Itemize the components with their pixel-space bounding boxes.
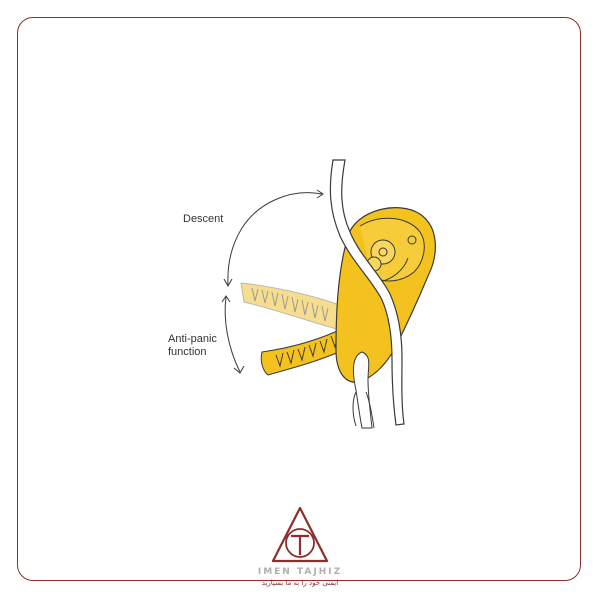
t-triangle-logo-icon xyxy=(271,506,329,563)
handle-anti-panic-position xyxy=(260,325,353,376)
device-cam-center xyxy=(378,247,388,257)
handle-descent-ribs xyxy=(251,287,329,322)
anti-panic-arrow-head-top xyxy=(221,295,231,303)
carabiner-gate xyxy=(352,391,357,427)
handle-descent-position xyxy=(240,282,343,331)
label-anti-panic-line2: function xyxy=(168,346,207,358)
brand-logo: IMEN TAJHIZ ایمنی خود را به ما بسپارید xyxy=(248,505,352,590)
label-anti-panic-line1: Anti-panic xyxy=(168,333,217,345)
brand-tagline: ایمنی خود را به ما بسپارید xyxy=(261,579,339,587)
label-descent: Descent xyxy=(183,213,224,225)
carabiner xyxy=(353,351,373,429)
descent-arrow-head-top xyxy=(316,189,324,199)
descent-arrow-head-bottom xyxy=(223,278,233,288)
anti-panic-arrow-head-bottom xyxy=(233,365,245,374)
device-rivet xyxy=(407,235,417,245)
rope xyxy=(329,159,405,426)
label-anti-panic: Anti-panic function xyxy=(168,333,217,359)
border-frame xyxy=(17,17,581,581)
descent-arrow xyxy=(227,192,323,286)
brand-name: IMEN TAJHIZ xyxy=(257,567,343,577)
handle-anti-panic-ribs xyxy=(275,333,339,368)
anti-panic-arrow xyxy=(224,296,241,373)
carabiner-spine xyxy=(365,391,375,429)
